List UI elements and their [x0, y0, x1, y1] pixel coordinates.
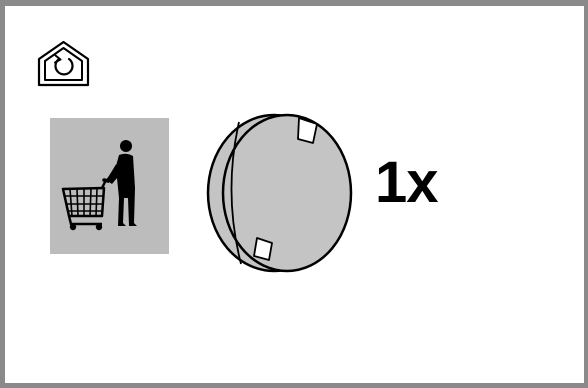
quantity-label: 1x — [375, 154, 438, 212]
disc-icon — [201, 110, 359, 276]
home-refresh-icon — [36, 39, 91, 87]
shopping-tile — [50, 118, 169, 254]
shopping-cart-person-icon — [50, 118, 169, 254]
